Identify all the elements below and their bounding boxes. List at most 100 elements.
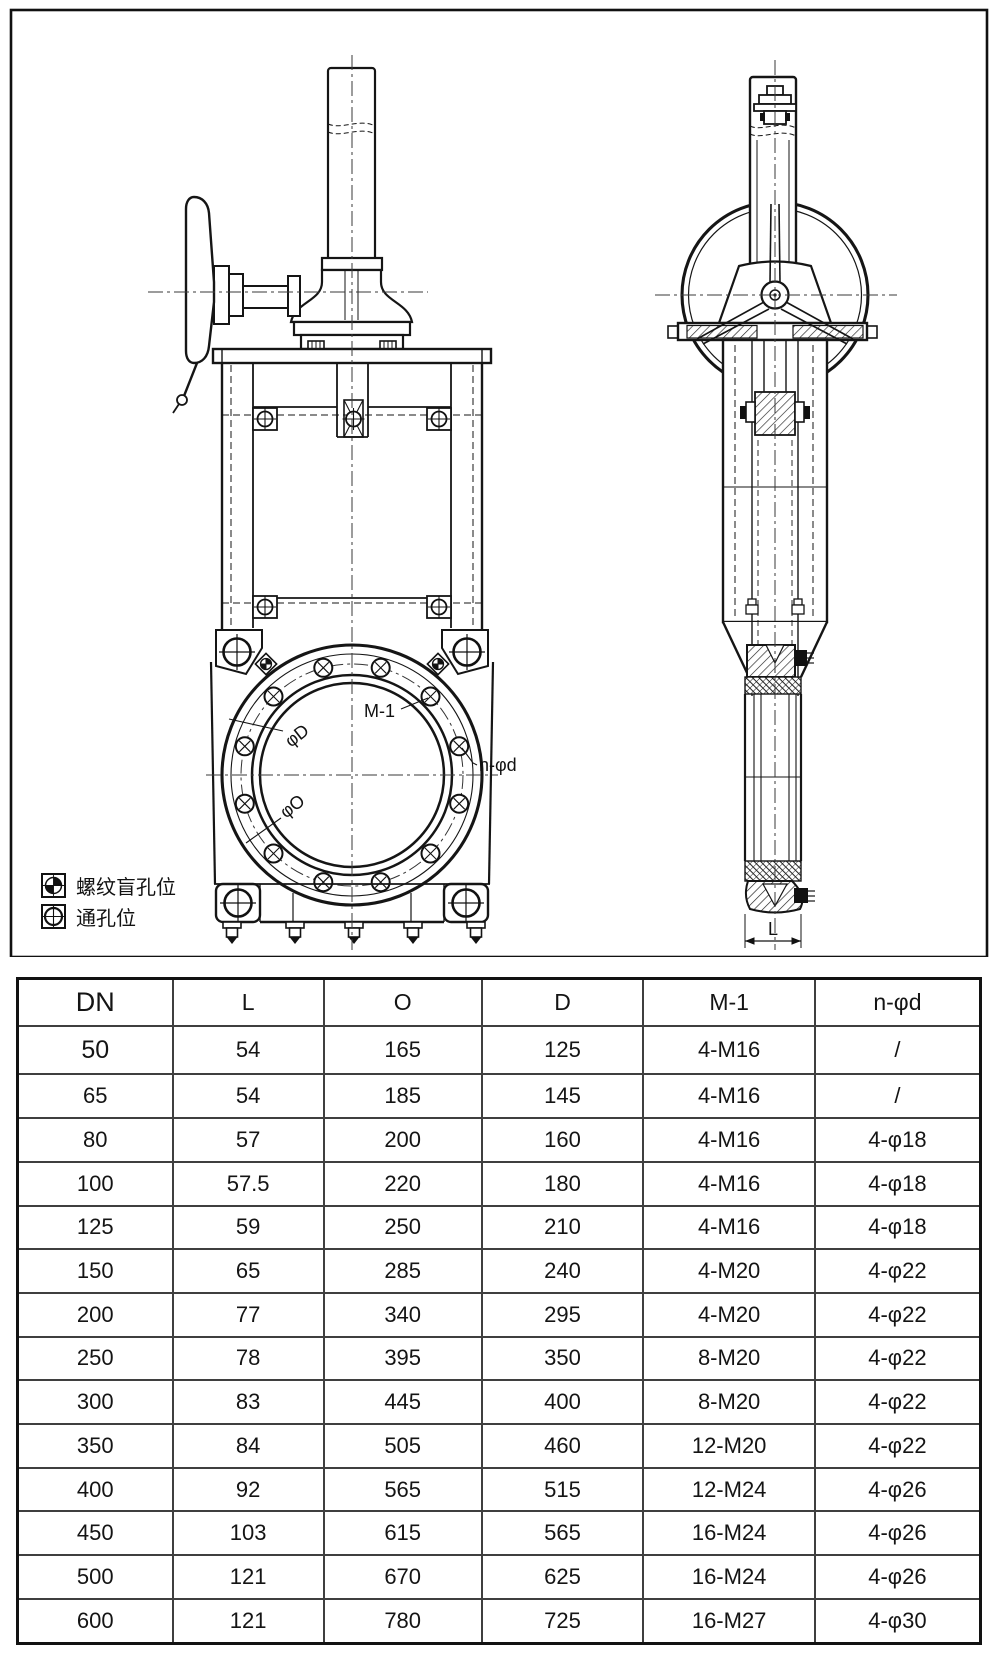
gate-tabs [252,407,452,619]
cell: 250 [16,1335,174,1382]
cell: 125 [480,1024,645,1076]
legend-label-blind-hole: 螺纹盲孔位 [76,876,176,899]
cell: 200 [16,1291,174,1338]
packing-lower [744,860,802,882]
cell: 4-M16 [642,1024,816,1076]
bolt-circle [240,663,464,887]
cell: 4-φ26 [813,1510,982,1557]
threaded-blind-hole-icon [41,873,66,898]
cell: 4-M16 [642,1117,816,1163]
cell: 285 [322,1248,483,1294]
cell: 600 [16,1597,174,1645]
through-hole-icon [41,904,66,929]
cell: 100 [16,1160,174,1207]
centerlines [148,55,897,950]
cell: 185 [322,1073,483,1120]
cell: 4-φ18 [813,1204,982,1251]
cell: 4-φ22 [813,1379,982,1426]
cell: 65 [16,1073,174,1120]
cell: 500 [16,1554,174,1600]
cell: 450 [16,1510,174,1557]
cell: 78 [171,1335,325,1382]
cell: 121 [171,1554,325,1600]
cell: 4-φ26 [813,1466,982,1513]
cell: 4-M16 [642,1204,816,1251]
flange-corner-pads [215,629,489,676]
cell: 4-φ18 [813,1160,982,1207]
col-header-n-phi-d: n-φd [813,977,982,1027]
drawing-border [9,8,989,959]
hole-legend: 螺纹盲孔位 通孔位 [41,873,176,930]
cell: 350 [16,1423,174,1469]
drawing-canvas: M-1 n-φd φD φO L 螺纹盲孔位 通孔位 [9,8,989,959]
cell: 180 [480,1160,645,1207]
spinner-handle [182,362,199,397]
cell: 4-M20 [642,1291,816,1338]
cell: 625 [480,1554,645,1600]
cell: 615 [322,1510,483,1557]
cell: / [813,1024,982,1076]
cell: 4-φ22 [813,1291,982,1338]
cell: 400 [16,1466,174,1513]
cell: 125 [16,1204,174,1251]
cell: 84 [171,1423,325,1469]
cell: 77 [171,1291,325,1338]
cell: 54 [171,1024,325,1076]
stem-guide-clevis [336,363,369,438]
col-header-dn: DN [16,977,174,1027]
cell: 445 [322,1379,483,1426]
cell: 210 [480,1204,645,1251]
cell: 780 [322,1597,483,1645]
gland-side-bolts [745,598,805,615]
cell: 725 [480,1597,645,1645]
cell: 83 [171,1379,325,1426]
label-m1: M-1 [364,701,395,721]
col-header-d: D [480,977,645,1027]
cell: 505 [322,1423,483,1469]
cell: 145 [480,1073,645,1120]
cell: 670 [322,1554,483,1600]
cell: 240 [480,1248,645,1294]
cell: 8-M20 [642,1379,816,1426]
cell: 300 [16,1379,174,1426]
valve-technical-drawing: M-1 n-φd φD φO L 螺纹盲孔位 通孔位 [9,8,989,959]
cell: 80 [16,1117,174,1163]
cell: 92 [171,1466,325,1513]
cell: 16-M24 [642,1510,816,1557]
packing-upper [744,676,802,695]
bottom-bolts [222,921,486,944]
cell: 515 [480,1466,645,1513]
legend-label-through-hole: 通孔位 [76,907,136,930]
cell: 121 [171,1597,325,1645]
cell: 103 [171,1510,325,1557]
cell: 400 [480,1379,645,1426]
cell: 565 [322,1466,483,1513]
cell: 54 [171,1073,325,1120]
cell: 150 [16,1248,174,1294]
handwheel-spokes [696,203,854,345]
cell: 200 [322,1117,483,1163]
cell: 12-M20 [642,1423,816,1469]
dimension-L [744,914,802,948]
table-header-row: DN L O D M-1 n-φd [16,977,982,1027]
cell: 59 [171,1204,325,1251]
cell: 57.5 [171,1160,325,1207]
col-header-l: L [171,977,325,1027]
cell: 340 [322,1291,483,1338]
cell: 65 [171,1248,325,1294]
cell: 4-M16 [642,1073,816,1120]
left-leg [209,661,217,885]
cell: 295 [480,1291,645,1338]
